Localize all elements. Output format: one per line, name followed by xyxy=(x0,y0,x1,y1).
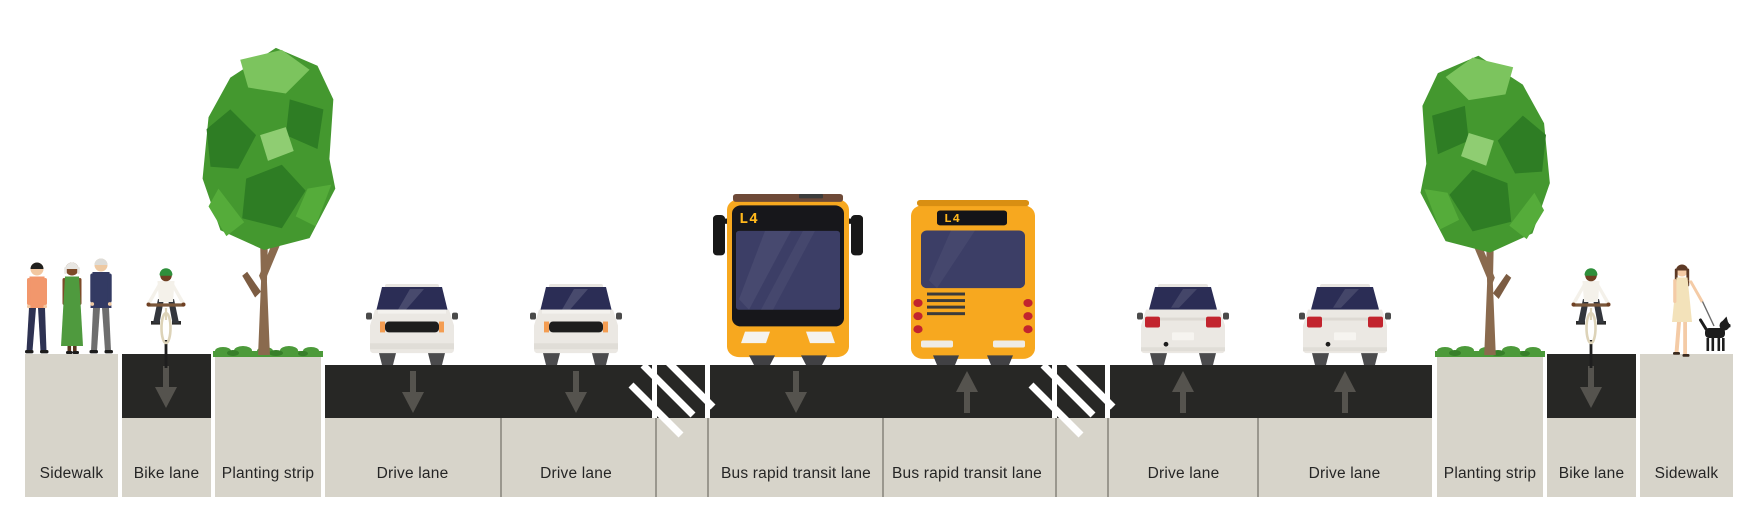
buffer-hatch-right xyxy=(1028,354,1116,438)
underground-separator xyxy=(1055,418,1057,497)
dog-icon xyxy=(1699,316,1731,351)
bike-lane-subground xyxy=(1547,418,1636,497)
lane-label-drive-1: Drive lane xyxy=(376,465,449,482)
bus-route-display: L4 xyxy=(739,212,759,227)
lane-label-drive-2: Drive lane xyxy=(540,465,612,482)
lane-label-bike-left: Bike lane xyxy=(133,465,200,482)
dog-walker-icon xyxy=(1672,264,1731,357)
lane-label-sidewalk-right: Sidewalk xyxy=(1654,465,1719,482)
bus-front-icon: L4 xyxy=(713,194,863,365)
pedestrian-icon xyxy=(61,262,83,354)
buffer-hatch-left xyxy=(628,354,716,438)
underground-separator xyxy=(1107,418,1109,497)
segment-surface-bike-lane-right xyxy=(1547,354,1636,497)
car-rear-icon xyxy=(1299,284,1391,365)
arrow-down-icon xyxy=(783,371,809,413)
car-front-icon xyxy=(366,284,458,365)
drive-lanes-pavement-left xyxy=(325,365,652,418)
underground-separator xyxy=(500,418,502,497)
cyclist-icon xyxy=(1571,268,1611,368)
bus-rear-icon: L4 xyxy=(911,200,1035,365)
pedestrian-icon xyxy=(25,262,49,354)
arrow-down-icon xyxy=(1578,366,1604,408)
segment-surface-sidewalk-right xyxy=(1640,354,1733,497)
pedestrian-icon xyxy=(89,258,113,354)
tree-icon xyxy=(1420,55,1550,355)
segment-surface-planting-strip-right xyxy=(1437,354,1543,497)
arrow-down-icon xyxy=(563,371,589,413)
cyclist-icon xyxy=(146,268,186,368)
lane-label-brt-1: Bus rapid transit lane xyxy=(720,465,871,482)
bus-route-display: L4 xyxy=(944,212,961,225)
brt-lanes-pavement xyxy=(710,365,1052,418)
bike-lane-subground xyxy=(122,418,211,497)
lane-label-drive-3: Drive lane xyxy=(1147,465,1220,482)
lane-label-bike-right: Bike lane xyxy=(1558,465,1625,482)
arrow-up-icon xyxy=(1170,371,1196,413)
underground-separator xyxy=(882,418,884,497)
drive-lanes-pavement-right xyxy=(1110,365,1432,418)
lane-label-planting-left: Planting strip xyxy=(221,465,315,482)
segment-surface-sidewalk-left xyxy=(25,354,118,497)
underground-separator xyxy=(1257,418,1259,497)
lane-label-brt-2: Bus rapid transit lane xyxy=(891,465,1042,482)
arrow-down-icon xyxy=(153,366,179,408)
underground-separator xyxy=(707,418,709,497)
roadway-subground xyxy=(325,418,1432,497)
arrow-up-icon xyxy=(954,371,980,413)
underground-separator xyxy=(655,418,657,497)
lane-label-planting-right: Planting strip xyxy=(1443,465,1537,482)
arrow-up-icon xyxy=(1332,371,1358,413)
lane-label-sidewalk-left: Sidewalk xyxy=(39,465,104,482)
car-rear-icon xyxy=(1137,284,1229,365)
car-front-icon xyxy=(530,284,622,365)
arrow-down-icon xyxy=(400,371,426,413)
tree-icon xyxy=(202,47,336,355)
lane-label-drive-4: Drive lane xyxy=(1308,465,1381,482)
segment-surface-planting-strip-left xyxy=(215,354,321,497)
